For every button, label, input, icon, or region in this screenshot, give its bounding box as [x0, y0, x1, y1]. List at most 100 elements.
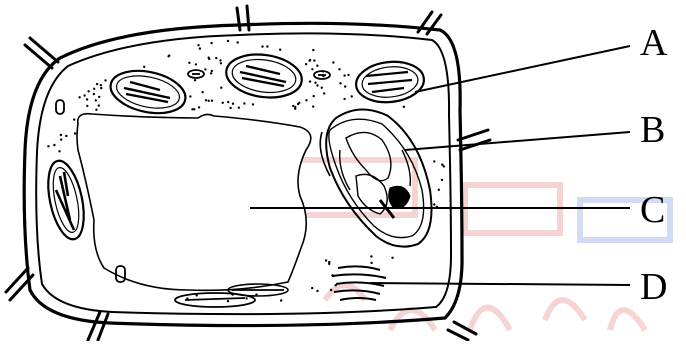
cytoplasm-dot — [74, 132, 76, 134]
cytoplasm-dot — [100, 87, 102, 89]
cytoplasm-dot — [193, 108, 195, 110]
cytoplasm-dot — [294, 108, 296, 110]
cytoplasm-dot — [232, 103, 234, 105]
label-b: B — [640, 111, 665, 149]
cytoplasm-dot — [237, 41, 239, 43]
cytoplasm-dot — [391, 257, 393, 259]
cytoplasm-dot — [86, 105, 88, 107]
cytoplasm-dot — [205, 99, 207, 101]
chloroplast-1 — [107, 65, 190, 120]
cytoplasm-dot — [305, 99, 307, 101]
cytoplasm-dot — [47, 145, 49, 147]
cytoplasm-dot — [73, 118, 75, 120]
cytoplasm-dot — [443, 165, 445, 167]
cytoplasm-dot — [311, 287, 313, 289]
cytoplasm-dot — [292, 105, 294, 107]
cytoplasm-dot — [227, 101, 229, 103]
cytoplasm-dot — [266, 45, 268, 47]
cytoplasm-dot — [87, 90, 89, 92]
cytoplasm-dot — [305, 63, 307, 65]
cytoplasm-dot — [95, 99, 97, 101]
cytoplasm-dot — [433, 160, 435, 162]
cytoplasm-dot — [208, 57, 210, 59]
cytoplasm-dot — [78, 96, 80, 98]
cytoplasm-dot — [210, 42, 212, 44]
cytoplasm-dot — [343, 74, 345, 76]
cytoplasm-dot — [229, 107, 231, 109]
cytoplasm-dot — [204, 68, 206, 70]
cytoplasm-dot — [98, 104, 100, 106]
cytoplasm-dot — [438, 189, 440, 191]
cytoplasm-dot — [344, 85, 346, 87]
label-d: D — [640, 268, 667, 306]
cytoplasm-dot — [215, 57, 217, 59]
cytoplasm-dot — [316, 84, 318, 86]
cytoplasm-dot — [441, 179, 443, 181]
cytoplasm-dot — [321, 87, 323, 89]
cytoplasm-dot — [93, 88, 95, 90]
cytoplasm-dot — [403, 106, 405, 108]
leader-lines — [250, 46, 630, 285]
cytoplasm-dot — [143, 66, 145, 68]
cytoplasm-dot — [100, 84, 102, 86]
cytoplasm-dot — [65, 135, 67, 137]
cytoplasm-dot — [58, 150, 60, 152]
cytoplasm-dot — [339, 82, 341, 84]
cytoplasm-dot — [280, 299, 282, 301]
cytoplasm-dot — [245, 297, 247, 299]
cytoplasm-dot — [347, 74, 349, 76]
cytoplasm-dot — [312, 49, 314, 51]
cytoplasm-dot — [98, 96, 100, 98]
cytoplasm-dot — [261, 45, 263, 47]
watermark — [295, 160, 670, 330]
cytoplasm-dot — [211, 100, 213, 102]
cytoplasm-dot — [195, 63, 197, 65]
cytoplasm-dot — [219, 59, 221, 61]
cytoplasm-dot — [201, 91, 203, 93]
cytoplasm-dot — [332, 61, 334, 63]
chloroplast-2 — [223, 50, 304, 102]
cytoplasm-dot — [351, 95, 353, 97]
cytoplasm-dot — [312, 105, 314, 107]
cytoplasm-dot — [370, 262, 372, 264]
cytoplasm-dot — [252, 103, 254, 105]
cytoplasm-dot — [309, 80, 311, 82]
cytoplasm-dot — [370, 255, 372, 257]
cytoplasm-dot — [323, 92, 325, 94]
cytoplasm-dot — [328, 261, 330, 263]
cytoplasm-dot — [210, 72, 212, 74]
cytoplasm-dot — [313, 59, 315, 61]
cytoplasm-dot — [96, 83, 98, 85]
cytoplasm-dot — [227, 40, 229, 42]
cytoplasm-dot — [53, 144, 55, 146]
cytoplasm-dot — [188, 62, 190, 64]
cytoplasm-dot — [325, 259, 327, 261]
cytoplasm-dot — [238, 107, 240, 109]
cytoplasm-dot — [309, 59, 311, 61]
cytoplasm-dot — [314, 82, 316, 84]
chloroplast-3 — [354, 59, 426, 106]
cytoplasm-dot — [194, 79, 196, 81]
cytoplasm-dot — [222, 102, 224, 104]
label-a: A — [640, 24, 667, 62]
cytoplasm-dot — [60, 134, 62, 136]
cytoplasm-dot — [211, 70, 213, 72]
cytoplasm-dot — [311, 68, 313, 70]
cytoplasm-dot — [220, 87, 222, 89]
cytoplasm-dot — [316, 65, 318, 67]
cytoplasm-dot — [104, 79, 106, 81]
cytoplasm-dot — [243, 102, 245, 104]
cytoplasm-dot — [83, 94, 85, 96]
cytoplasm-dot — [189, 95, 191, 97]
cytoplasm-dot — [95, 109, 97, 111]
cytoplasm-dot — [93, 93, 95, 95]
cytoplasm-dot — [227, 300, 229, 302]
cytoplasm-dot — [208, 100, 210, 102]
cytoplasm-dot — [279, 49, 281, 51]
cytoplasm-dot — [60, 138, 62, 140]
cytoplasm-dot — [433, 203, 435, 205]
cytoplasm-dot — [338, 68, 340, 70]
cytoplasm-dot — [198, 106, 200, 108]
